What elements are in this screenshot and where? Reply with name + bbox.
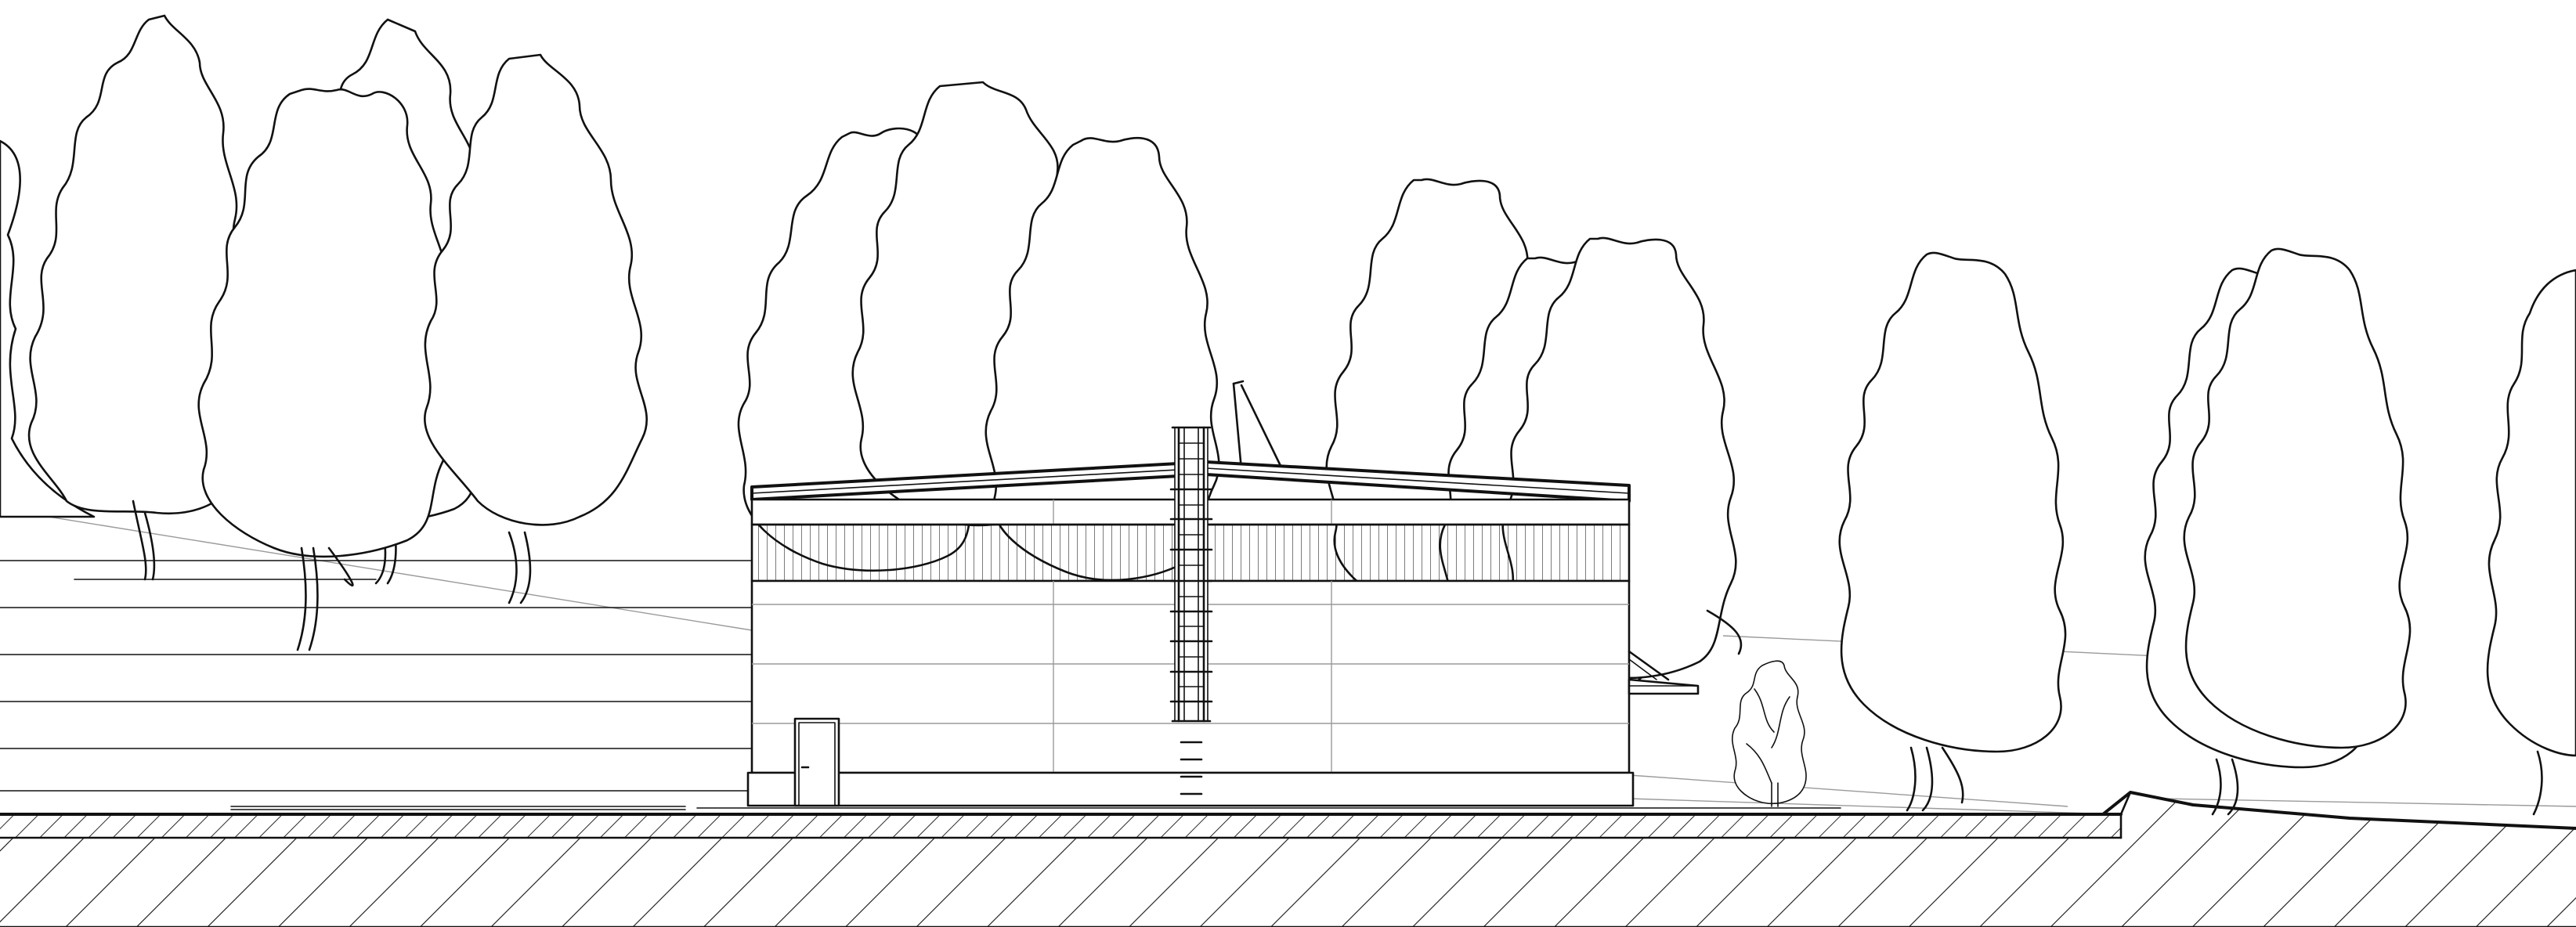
tree [2183, 247, 2412, 749]
ground [0, 791, 2576, 927]
tree [1838, 251, 2067, 812]
building-plinth [746, 771, 1635, 807]
ground-slab [0, 814, 2121, 838]
tree [424, 53, 648, 604]
entry-door [793, 717, 840, 807]
roof-vent-pipe [1232, 380, 1282, 471]
tree [27, 14, 244, 581]
side-canopy [1628, 650, 1700, 695]
hatched-soil [0, 792, 2576, 927]
trees-background [0, 14, 2576, 816]
roof-ladder [1169, 426, 1213, 795]
tree [197, 88, 449, 651]
shrub [1731, 660, 1807, 807]
embankment [2101, 791, 2576, 830]
tree [2486, 269, 2576, 816]
tree [0, 139, 96, 518]
hillside-lines [0, 508, 2576, 815]
